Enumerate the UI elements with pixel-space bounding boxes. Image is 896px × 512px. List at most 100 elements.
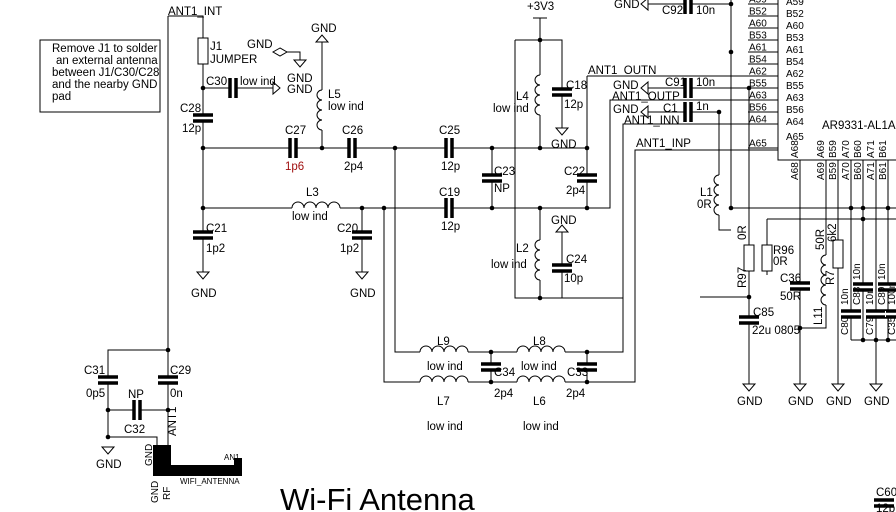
ground-icon — [292, 59, 308, 68]
note-line: Remove J1 to solder — [52, 43, 158, 55]
value: NP — [128, 389, 144, 401]
capacitor — [444, 138, 454, 158]
junction — [848, 205, 854, 211]
ground-icon — [354, 271, 370, 280]
ref: C85 — [753, 307, 774, 319]
junction — [488, 379, 494, 385]
junction — [584, 205, 590, 211]
net-ant1: ANT1 — [167, 407, 179, 436]
junction — [860, 337, 866, 343]
value: NP — [494, 183, 510, 195]
capacitor — [228, 78, 238, 98]
ind-gap — [517, 351, 565, 354]
gnd-label: GND — [551, 215, 577, 227]
value: low ind — [491, 259, 527, 271]
value: 10p — [564, 273, 583, 285]
capacitor — [683, 0, 693, 14]
value: 0p5 — [86, 388, 105, 400]
pin-label-outer: A71 — [866, 162, 877, 180]
capacitor — [878, 282, 896, 292]
value: 1p6 — [285, 161, 304, 173]
net-ant1-inn: ANT1_INN — [624, 115, 680, 127]
pin-label-inner: B54 — [786, 57, 804, 68]
gnd-label: GND — [551, 139, 577, 151]
gnd-label: GND — [350, 288, 376, 300]
pin-label-inner: A65 — [786, 132, 804, 143]
capacitor — [98, 375, 118, 385]
ground-icon — [868, 383, 884, 392]
gnd-label: GND — [247, 39, 273, 51]
ref: C29 — [170, 365, 191, 377]
value: 1p2 — [340, 243, 359, 255]
inductor — [419, 375, 469, 383]
pin-label-outer: B52 — [749, 7, 767, 18]
pin-label-outer: A69 — [816, 162, 827, 180]
junction — [165, 347, 171, 353]
junction — [489, 145, 495, 151]
cap-gap — [230, 77, 236, 99]
ref: L2 — [516, 243, 529, 255]
antenna-pin-gnd: GND — [150, 481, 161, 503]
ref: C20 — [337, 223, 358, 235]
cap-gap — [349, 137, 355, 159]
pin-label-inner: B52 — [786, 9, 804, 20]
pin-label-outer: B54 — [749, 55, 767, 66]
gnd-label: GND — [613, 80, 639, 92]
ind-gap — [420, 351, 468, 354]
cap-gap — [877, 284, 896, 290]
value: 6k2 — [827, 223, 839, 242]
ground-icon — [640, 80, 649, 96]
gnd-label: GND — [311, 23, 337, 35]
ref: C89 — [877, 286, 888, 305]
net-ant1-outp: ANT1_OUTP — [612, 91, 680, 103]
capacitor — [552, 263, 572, 273]
resistor — [743, 244, 755, 272]
ref: L11 — [813, 307, 825, 325]
junction — [537, 295, 543, 301]
value: 10n — [840, 288, 851, 305]
junction — [105, 434, 111, 440]
pin-label-outer: A61 — [749, 43, 767, 54]
cap-gap — [157, 377, 179, 383]
cap-gap — [685, 101, 691, 123]
gnd-label: GND — [613, 104, 639, 116]
value: 10n — [865, 288, 876, 305]
ref: C23 — [494, 166, 515, 178]
junction — [584, 349, 590, 355]
ref: L4 — [516, 91, 529, 103]
value: low ind — [523, 421, 559, 433]
cap-gap — [290, 137, 296, 159]
ref: L7 — [437, 396, 450, 408]
pin-label-inner: A60 — [786, 21, 804, 32]
cap-gap — [789, 283, 811, 289]
value: 10n — [877, 263, 888, 280]
ind-gap — [517, 381, 565, 384]
cap-gap — [865, 311, 887, 317]
value: 12p — [564, 99, 583, 111]
ground-icon — [554, 127, 570, 136]
net-ant1-int: ANT1_INT — [168, 6, 222, 18]
ref: C31 — [84, 365, 105, 377]
inductor — [820, 254, 827, 306]
pin-label-outer: B56 — [749, 103, 767, 114]
capacitor — [739, 315, 759, 325]
value: low ind — [493, 103, 529, 115]
wire-ant1-int — [107, 15, 204, 447]
capacitor — [193, 230, 213, 240]
junction — [797, 325, 803, 331]
junction — [537, 145, 543, 151]
antenna-pin-rf: RF — [162, 487, 173, 500]
ref: C35 — [887, 316, 896, 335]
capacitor — [482, 173, 502, 183]
capacitor — [874, 498, 894, 508]
resistor — [761, 244, 773, 272]
note-line: an external antenna — [56, 55, 158, 67]
junction — [584, 379, 590, 385]
value: 100n — [887, 283, 896, 305]
value: 12p — [182, 123, 201, 135]
pin-label-outer: A59 — [749, 0, 767, 6]
ref: C26 — [342, 125, 363, 137]
cap-gap — [551, 265, 573, 271]
ref: C80 — [840, 316, 851, 335]
